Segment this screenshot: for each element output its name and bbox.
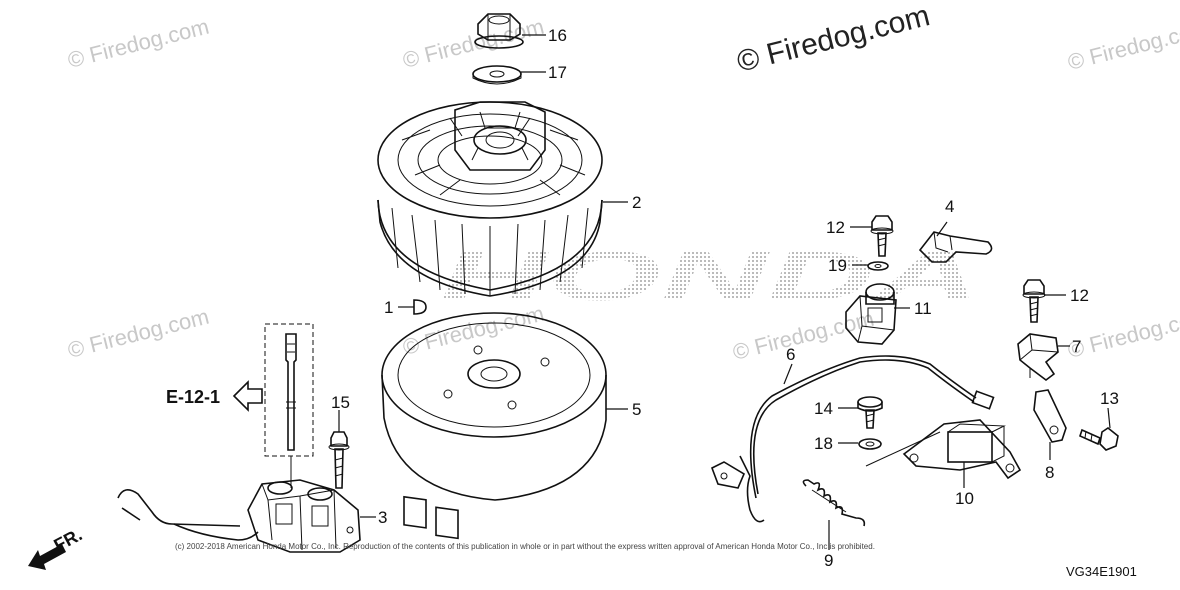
part-16-flange-nut[interactable] (474, 13, 524, 49)
diagram-code: VG34E1901 (1066, 564, 1137, 579)
part-6-wire-harness[interactable] (710, 355, 995, 523)
leader-lines (338, 34, 1111, 550)
callout-numbers: 16 17 2 1 5 3 15 12 19 4 11 12 7 8 13 14… (331, 26, 1119, 570)
callout-16: 16 (548, 26, 567, 45)
part-12-bolt-top[interactable] (870, 215, 894, 257)
callout-14: 14 (814, 399, 833, 418)
callout-3: 3 (378, 508, 387, 527)
watermark-1: © Firedog.com (65, 14, 211, 73)
part-18-washer[interactable] (858, 438, 882, 450)
part-17-washer[interactable] (472, 65, 522, 85)
callout-4: 4 (945, 197, 954, 216)
watermark-4: © Firedog.com (1065, 16, 1180, 75)
callout-6: 6 (786, 345, 795, 364)
callout-18: 18 (814, 434, 833, 453)
callout-19: 19 (828, 256, 847, 275)
part-11-stop-switch[interactable] (845, 283, 897, 345)
watermark-8: © Firedog.com (1065, 304, 1180, 363)
callout-8: 8 (1045, 463, 1054, 482)
watermark-2: © Firedog.com (400, 14, 546, 73)
callout-12-right: 12 (1070, 286, 1089, 305)
callout-13: 13 (1100, 389, 1119, 408)
callout-11: 11 (914, 299, 932, 318)
copyright-notice: (c) 2002-2018 American Honda Motor Co., … (175, 542, 875, 551)
callout-1: 1 (384, 298, 393, 317)
callout-9: 9 (824, 551, 833, 570)
callout-15: 15 (331, 393, 350, 412)
callout-7: 7 (1072, 337, 1081, 356)
callout-10: 10 (955, 489, 974, 508)
reference-arrow[interactable]: E-12-1 (166, 380, 263, 412)
part-9-spring[interactable] (802, 479, 866, 527)
callout-12-top: 12 (826, 218, 845, 237)
part-2-cooling-fan[interactable] (377, 101, 603, 297)
callout-5: 5 (632, 400, 641, 419)
part-12-bolt-right[interactable] (1022, 279, 1046, 323)
reference-label: E-12-1 (166, 387, 220, 407)
part-14-screw[interactable] (857, 396, 883, 429)
part-15-bolt[interactable] (328, 431, 350, 489)
honda-brand-watermark: HONDA (440, 237, 980, 315)
callout-2: 2 (632, 193, 641, 212)
part-5-flywheel[interactable] (381, 312, 607, 540)
watermark-3: © Firedog.com (734, 0, 933, 79)
part-13-bolt[interactable] (1079, 427, 1119, 451)
part-8-ground-terminal[interactable] (1033, 389, 1067, 443)
part-19-washer[interactable] (867, 261, 889, 271)
callout-17: 17 (548, 63, 567, 82)
front-direction-arrow: FR. (28, 524, 85, 570)
part-3-ignition-coil[interactable] (117, 479, 361, 553)
part-4-clip[interactable] (918, 231, 993, 263)
part-7-bracket[interactable] (1017, 333, 1059, 381)
part-10-stop-plate[interactable] (865, 419, 1022, 480)
reference-stud-assembly (264, 323, 314, 488)
watermark-5: © Firedog.com (65, 304, 211, 363)
part-1-key[interactable] (413, 299, 427, 315)
